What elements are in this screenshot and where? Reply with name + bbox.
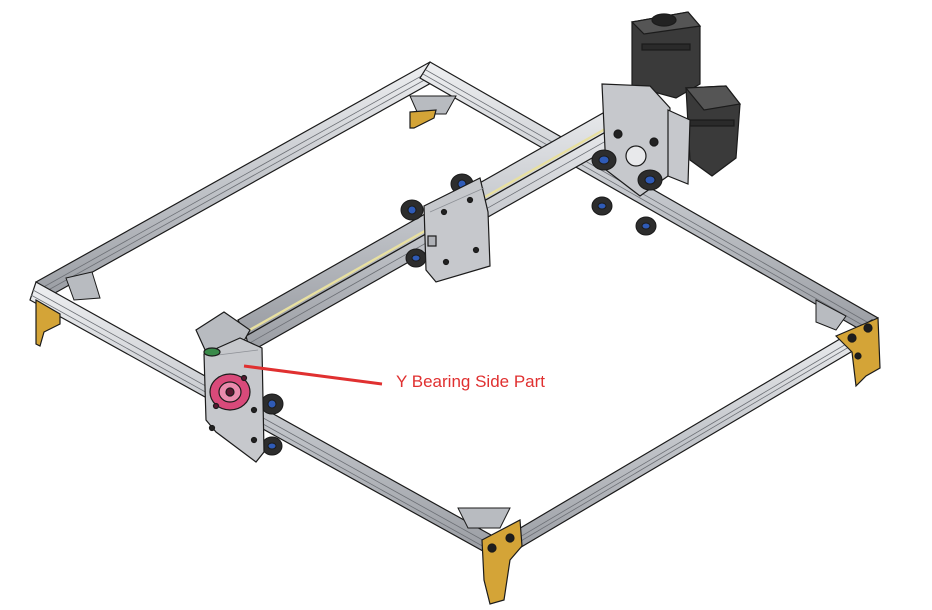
x-carriage-plate (423, 177, 491, 283)
gantry-plate-right (601, 83, 691, 197)
leg-front (481, 519, 523, 605)
y-bearing-side-part (195, 311, 265, 463)
corner-bracket-left (65, 271, 101, 301)
wheel (591, 149, 617, 171)
leg-back (409, 109, 437, 129)
corner-bracket-front (457, 507, 511, 529)
callout-label: Y Bearing Side Part (396, 372, 545, 391)
wheel (637, 169, 663, 191)
corner-bracket-back (409, 95, 457, 115)
legs (35, 109, 881, 605)
stepper-motor-z (630, 11, 702, 99)
leg-left (35, 298, 61, 347)
wheel (405, 248, 427, 268)
wheel (400, 199, 424, 221)
wheels (260, 149, 663, 456)
wheel (591, 196, 613, 216)
bearing-block (209, 373, 251, 411)
corner-brackets (65, 95, 847, 529)
frame-rails (29, 61, 879, 557)
corner-bracket-right (815, 299, 847, 331)
rail-front-right (499, 319, 879, 557)
callout-leader-line (243, 364, 383, 386)
wheel (260, 393, 284, 415)
wheel (261, 436, 283, 456)
wheel (635, 216, 657, 236)
leg-right (834, 317, 881, 388)
stepper-motor-y (684, 85, 742, 177)
